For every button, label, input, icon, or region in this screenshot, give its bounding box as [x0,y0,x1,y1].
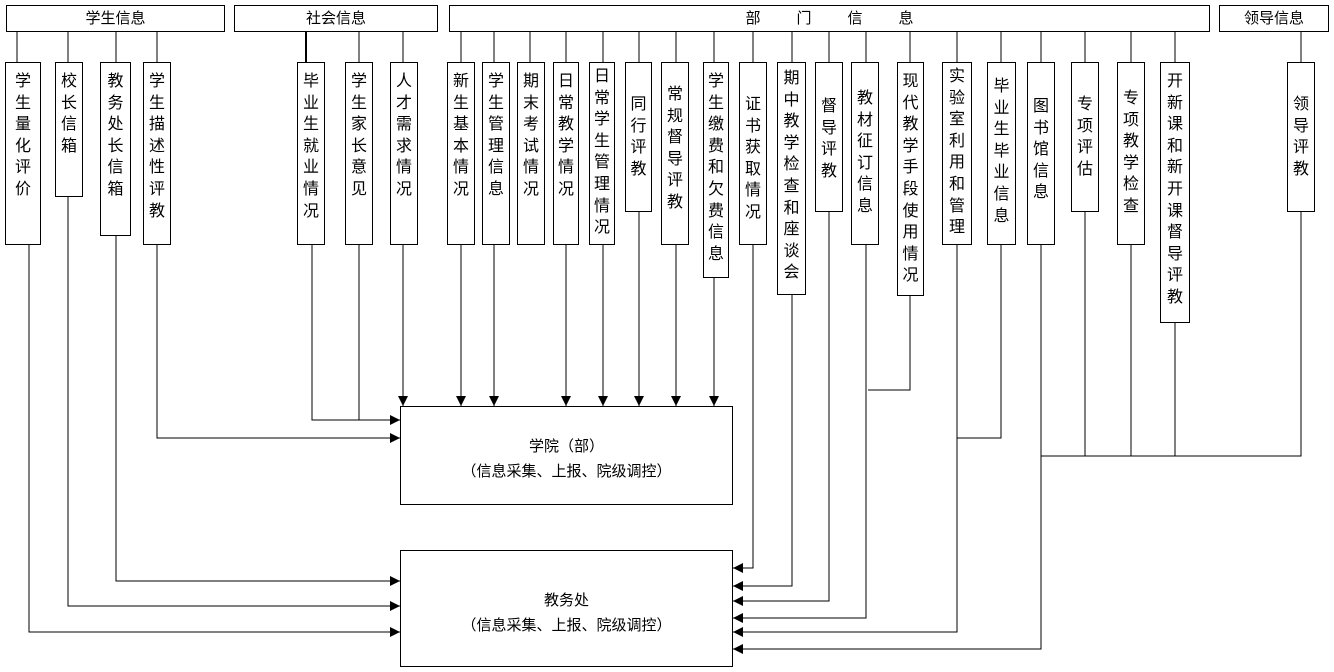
box-parent-opinion: 学生家长意见 [345,62,373,245]
box-peer-eval: 同行评教 [625,62,652,212]
academic-office-box: 教务处 （信息采集、上报、院级调控） [400,550,733,667]
box-student-mgmt: 学生管理信息 [482,62,510,245]
box-student-desc-eval: 学生描述性评教 [143,62,171,245]
college-title: 学院（部） [528,437,604,455]
header-student-info: 学生信息 [6,5,225,32]
box-leader-eval: 领导评教 [1287,62,1315,212]
box-dean-box: 教务处长信箱 [100,62,131,236]
box-graduate-employment: 毕业生就业情况 [297,62,325,245]
academic-office-subtitle: （信息采集、上报、院级调控） [461,616,672,634]
box-special-assessment: 专项评估 [1071,62,1099,212]
academic-office-title: 教务处 [543,591,589,609]
box-routine-supervision: 常规督导评教 [661,62,689,245]
box-certificates: 证书获取情况 [739,62,767,245]
box-library: 图书馆信息 [1027,62,1055,245]
box-final-exam: 期末考试情况 [517,62,545,245]
box-new-course: 开新课和新开课督导评教 [1160,62,1190,323]
box-student-eval: 学生量化评价 [5,62,41,245]
college-box: 学院（部） （信息采集、上报、院级调控） [400,406,733,505]
box-freshman-info: 新生基本情况 [447,62,475,245]
box-supervision-eval: 督导评教 [815,62,843,212]
box-modern-means: 现代教学手段使用情况 [897,62,924,296]
box-lab-use: 实验室利用和管理 [942,62,972,245]
college-subtitle: （信息采集、上报、院级调控） [461,462,672,480]
box-fees: 学生缴费和欠费信息 [703,62,729,278]
box-midterm-check: 期中教学检查和座谈会 [777,62,806,295]
box-daily-student-mgmt: 日常学生管理情况 [589,62,615,245]
box-textbook: 教材征订信息 [851,62,879,245]
box-graduation: 毕业生毕业信息 [987,62,1016,245]
box-talent-demand: 人才需求情况 [390,62,418,245]
header-society-info: 社会信息 [234,5,438,32]
box-special-check: 专项教学检查 [1117,62,1145,245]
box-principal-box: 校长信箱 [55,62,83,197]
header-leader-info: 领导信息 [1219,5,1329,32]
box-daily-teaching: 日常教学情况 [553,62,579,245]
header-department-info: 部门信息 [449,5,1210,32]
